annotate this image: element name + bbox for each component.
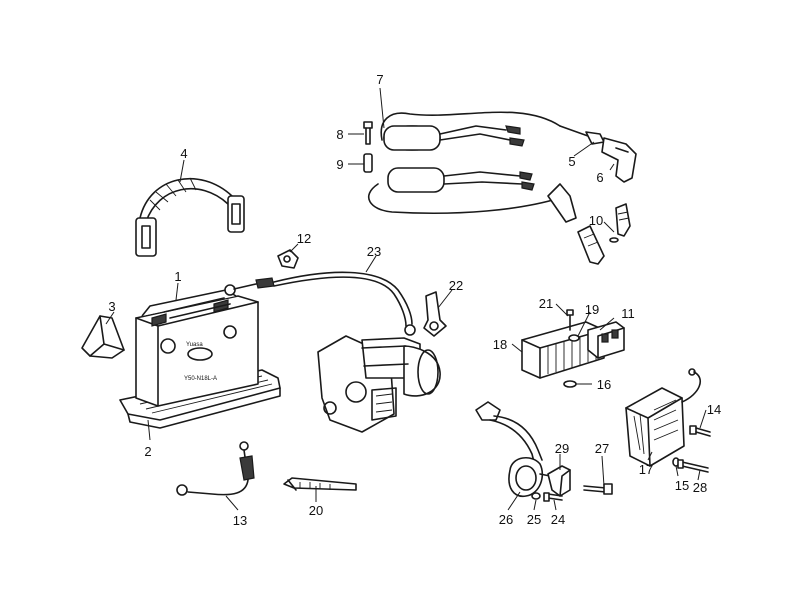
callout-29: 29 xyxy=(555,441,569,456)
callout-20: 20 xyxy=(309,503,323,518)
battery-strap xyxy=(135,177,245,257)
callout-9: 9 xyxy=(336,157,343,172)
bolt-28 xyxy=(677,459,709,473)
regulator-washer xyxy=(568,334,580,342)
callout-27: 27 xyxy=(595,441,609,456)
screw-24 xyxy=(543,492,563,502)
callout-6: 6 xyxy=(596,170,603,185)
cable-tie xyxy=(283,477,357,491)
spark-plug-cap-lower xyxy=(547,183,577,223)
callout-numbers: 1 2 3 4 5 6 7 8 9 10 11 12 13 14 15 16 1… xyxy=(108,72,721,528)
starter-cable xyxy=(224,271,416,336)
callout-19: 19 xyxy=(585,302,599,317)
spark-plug-cap-upper xyxy=(559,125,605,145)
leader-lines xyxy=(105,87,707,511)
callout-1: 1 xyxy=(174,269,181,284)
regulator-screw xyxy=(566,309,574,331)
callout-28: 28 xyxy=(693,480,707,495)
bolt-27 xyxy=(583,483,613,495)
regulator-connector xyxy=(587,321,625,359)
starter-motor xyxy=(317,335,441,433)
mounting-washer xyxy=(563,380,577,388)
callout-4: 4 xyxy=(180,146,187,161)
rubber-pad xyxy=(81,315,125,359)
callout-25: 25 xyxy=(527,512,541,527)
rectifier-unit xyxy=(625,368,702,467)
callout-21: 21 xyxy=(539,296,553,311)
washer-25 xyxy=(531,492,541,500)
callout-15: 15 xyxy=(675,478,689,493)
callout-26: 26 xyxy=(499,512,513,527)
callout-11: 11 xyxy=(621,306,635,321)
callout-23: 23 xyxy=(367,244,381,259)
callout-5: 5 xyxy=(568,154,575,169)
callout-24: 24 xyxy=(551,512,565,527)
battery-brand-label: Yuasa xyxy=(186,342,203,348)
callout-10: 10 xyxy=(589,213,603,228)
ground-cable xyxy=(176,441,255,496)
callout-18: 18 xyxy=(493,337,507,352)
pickup-sensor xyxy=(475,401,551,497)
spark-plugs xyxy=(577,203,631,265)
spark-plug-cap xyxy=(601,137,637,183)
callout-17: 17 xyxy=(639,462,653,477)
callout-22: 22 xyxy=(449,278,463,293)
battery: Yuasa Y50-N18L-A xyxy=(135,289,259,407)
callout-2: 2 xyxy=(144,444,151,459)
battery-model-label: Y50-N18L-A xyxy=(184,376,217,382)
callout-16: 16 xyxy=(597,377,611,392)
cable-clip xyxy=(277,249,299,269)
callout-7: 7 xyxy=(376,72,383,87)
sensor-bracket xyxy=(547,465,571,497)
ignition-coils xyxy=(367,111,561,215)
callout-12: 12 xyxy=(297,231,311,246)
callout-14: 14 xyxy=(707,402,721,417)
callout-8: 8 xyxy=(336,127,343,142)
voltage-regulator xyxy=(521,321,605,379)
mounting-screw xyxy=(363,121,373,145)
callout-3: 3 xyxy=(108,299,115,314)
terminal-cover xyxy=(423,291,447,337)
callout-13: 13 xyxy=(233,513,247,528)
bolt-14 xyxy=(689,425,711,437)
spacer xyxy=(363,153,373,173)
